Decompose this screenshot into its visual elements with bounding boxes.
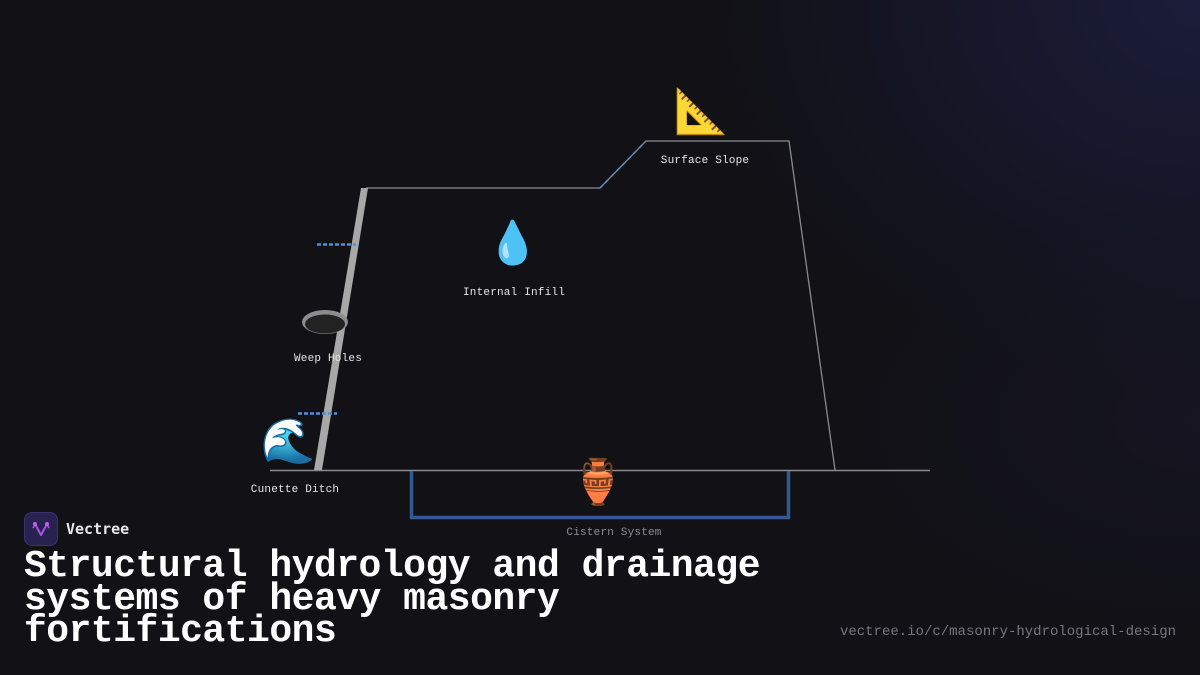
node-label-weep-holes: Weep Holes (293, 353, 363, 365)
cistern-outline (409, 471, 791, 520)
node-label-cistern-system: Cistern System (566, 527, 662, 539)
amphora-icon: 🏺 (570, 461, 626, 511)
hole-icon (302, 310, 348, 334)
rampart-outline (366, 140, 836, 471)
page-title: Structural hydrology and drainage system… (24, 545, 761, 653)
brand: Vectree (24, 512, 129, 546)
surface-runoff-flow (599, 140, 647, 189)
node-label-cunette-ditch: Cunette Ditch (250, 484, 340, 496)
water-wave-icon: 🌊 (260, 420, 316, 470)
triangular-ruler-icon: 📐 (673, 90, 729, 140)
node-label-surface-slope: Surface Slope (660, 155, 750, 167)
droplet-icon: 💧 (486, 222, 540, 270)
node-label-internal-infill: Internal Infill (462, 287, 566, 299)
source-url: vectree.io/c/masonry-hydrological-design (839, 624, 1176, 640)
vectree-logo-icon (24, 512, 58, 546)
brand-name: Vectree (66, 520, 130, 538)
